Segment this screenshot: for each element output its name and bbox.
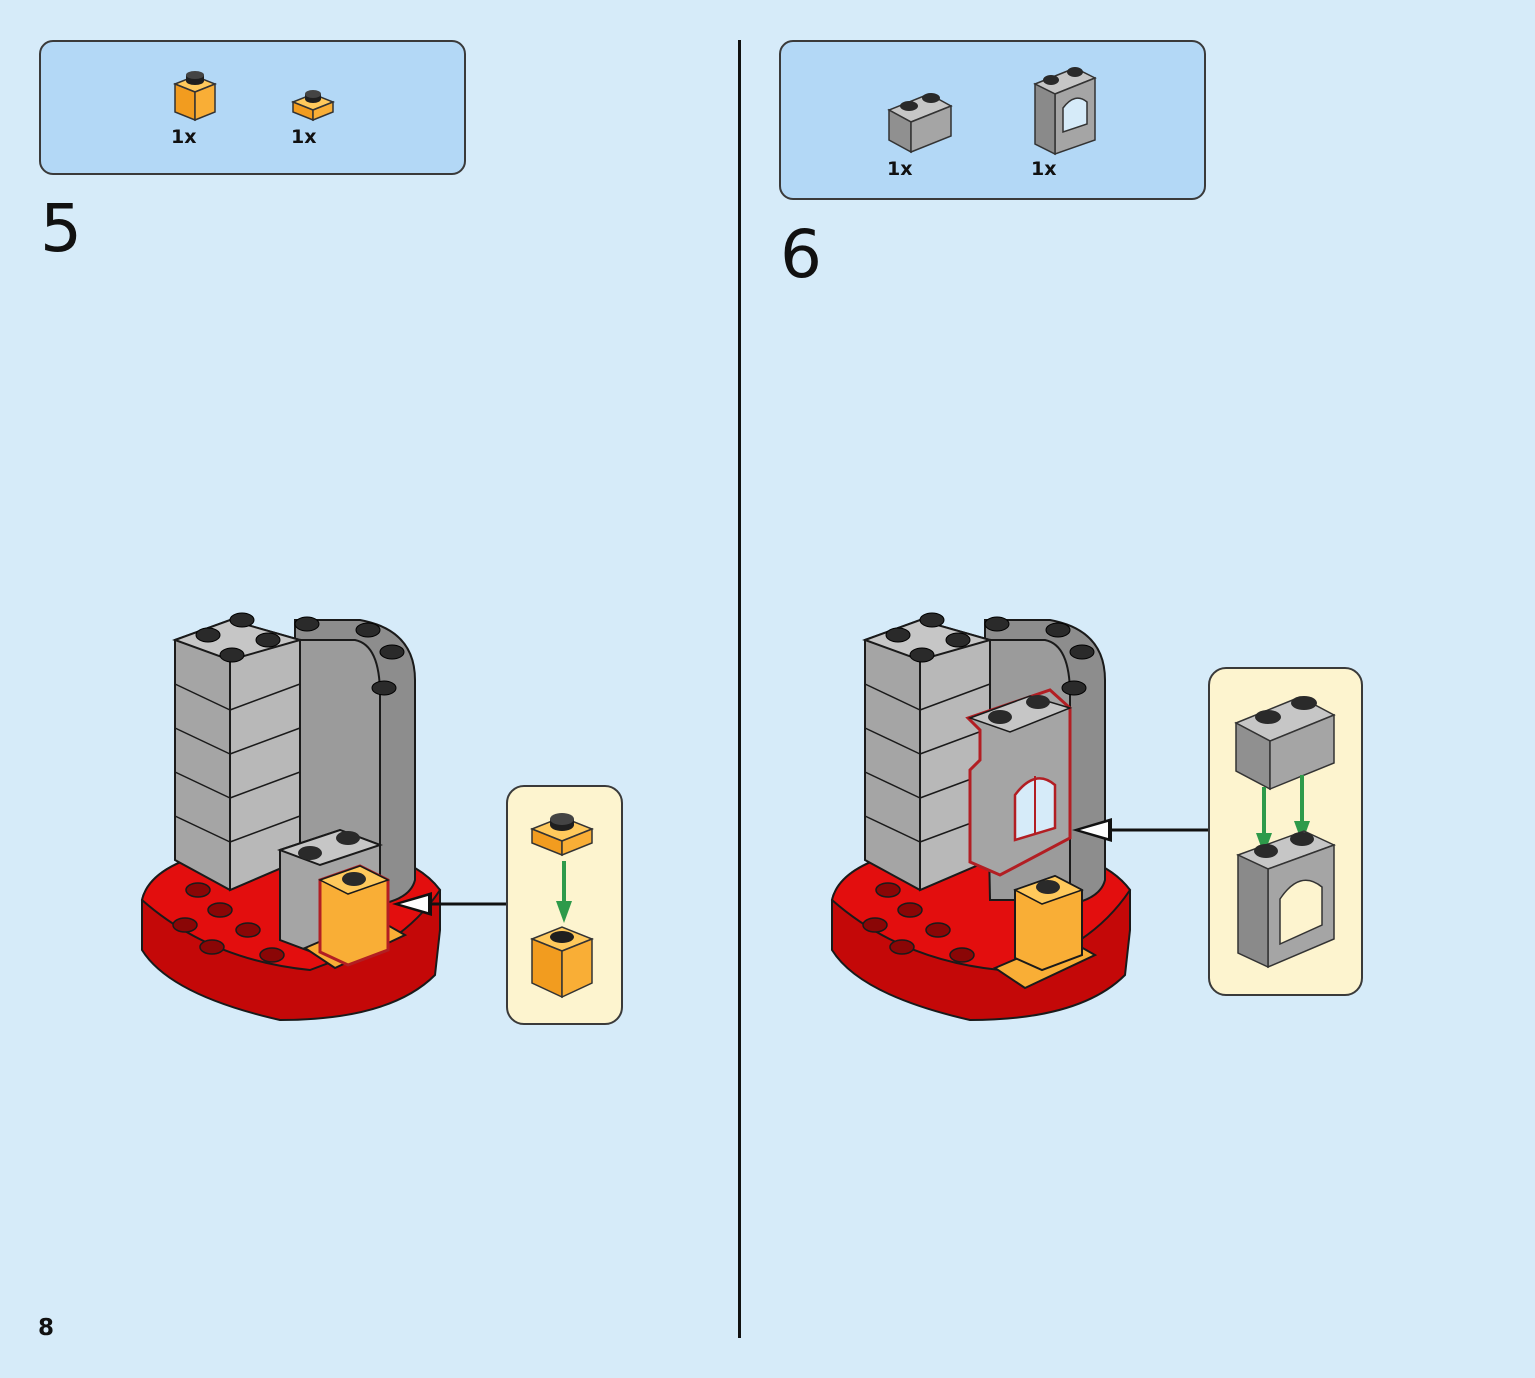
step5-subassembly-callout [506,785,623,1025]
new-window-frame-highlight [965,688,1073,877]
step6-parts-box: 1x 1x [779,40,1206,200]
step-divider [738,40,741,1338]
step6-part2-qty: 1x [1031,158,1057,180]
orange-brick-1x1-icon [529,926,595,999]
step5-placement-arrow [392,892,508,916]
green-down-arrow-icon [1256,787,1272,855]
step6-model [830,612,1132,1022]
page-number: 8 [38,1315,55,1341]
step6-subassembly-callout [1208,667,1363,996]
grey-window-frame-icon [1033,67,1097,156]
step5-part1-qty: 1x [171,126,197,148]
step5-model [140,612,442,1022]
step6-placement-arrow [1072,818,1208,842]
grey-window-frame-icon [1236,830,1336,969]
new-orange-brick-highlight [318,864,390,967]
orange-brick-1x1-icon [172,71,218,122]
grey-brick-tower [172,612,304,892]
grey-brick-1x2-icon [1234,696,1336,791]
green-down-arrow-icon [556,861,572,923]
grey-brick-1x2-icon [887,93,953,154]
step5-part2-qty: 1x [291,126,317,148]
step5-parts-box: 1x 1x [39,40,466,175]
orange-plate-1x1-icon [290,90,336,122]
step6-number: 6 [780,216,822,293]
step5-number: 5 [40,190,82,267]
step6-part1-qty: 1x [887,158,913,180]
orange-plate-1x1-icon [529,813,595,857]
